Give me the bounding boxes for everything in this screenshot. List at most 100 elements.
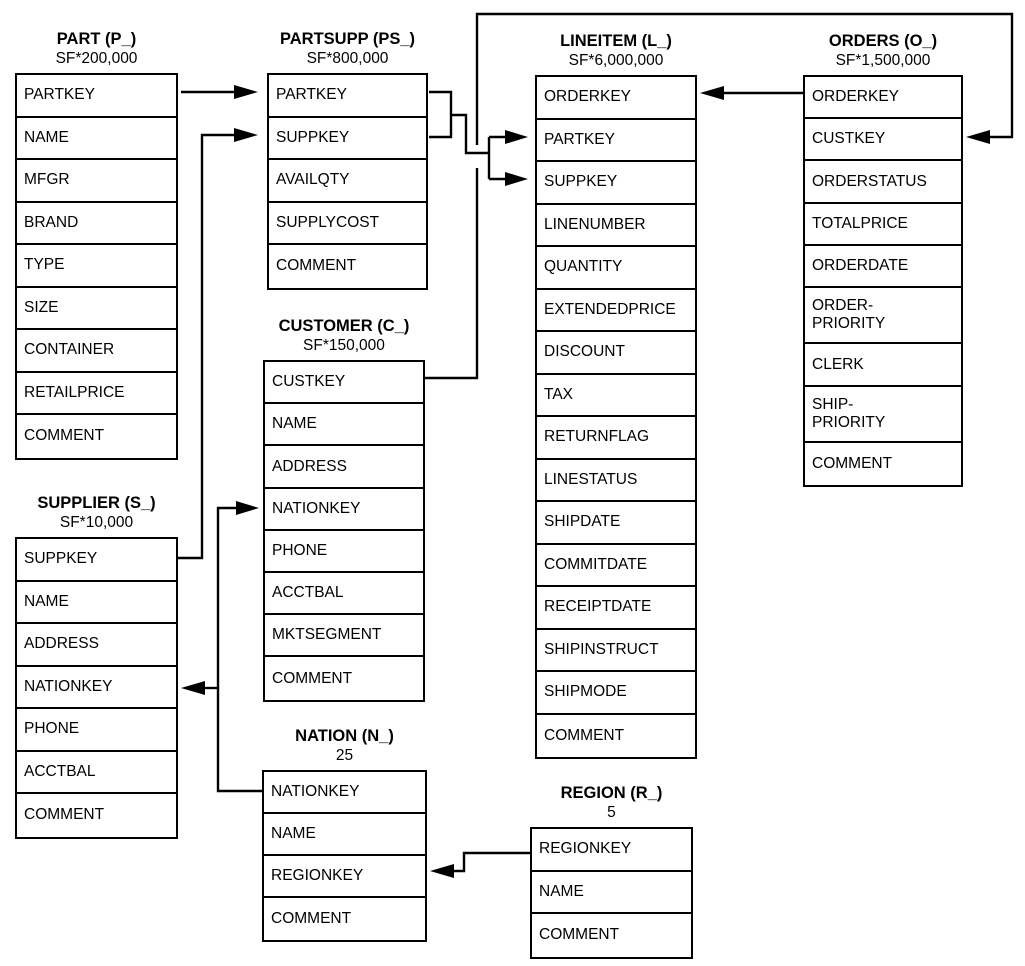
orders-column-order-priority: ORDER- PRIORITY bbox=[805, 288, 961, 345]
orders-column-clerk: CLERK bbox=[805, 344, 961, 387]
fk-arrow-part-partkey-to-partsupp-partkey bbox=[181, 85, 258, 99]
arrowhead-right bbox=[234, 128, 258, 142]
supplier-table-name: SUPPLIER (S_) bbox=[37, 494, 156, 512]
fk-arrow-orders-orderkey-to-lineitem-orderkey bbox=[700, 86, 803, 100]
arrowhead-right bbox=[236, 501, 259, 515]
part-column-comment: COMMENT bbox=[24, 427, 105, 445]
customer-table-name: CUSTOMER (C_) bbox=[278, 317, 410, 335]
customer-column-comment: COMMENT bbox=[272, 669, 353, 687]
lineitem-column-linestatus: LINESTATUS bbox=[537, 460, 695, 502]
partsupp-cardinality: SF*800,000 bbox=[306, 50, 389, 67]
customer-column-nationkey: NATIONKEY bbox=[265, 489, 423, 531]
nation-table-name: NATION (N_) bbox=[295, 727, 394, 745]
lineitem-column-linenumber: LINENUMBER bbox=[537, 205, 695, 247]
arrowhead-left bbox=[700, 86, 724, 100]
fk-arrows-partsupp-to-lineitem-partkey-suppkey bbox=[429, 90, 528, 186]
customer-column-custkey: CUSTKEY bbox=[265, 362, 423, 405]
partsupp-column-suppkey: SUPPKEY bbox=[269, 118, 426, 160]
partsupp-column-supplycost: SUPPLYCOST bbox=[269, 203, 426, 245]
arrowhead-right bbox=[505, 130, 528, 144]
lineitem-column-receiptdate: RECEIPTDATE bbox=[537, 587, 695, 630]
supplier-header: SUPPLIER (S_) SF*10,000 bbox=[37, 493, 155, 537]
partsupp-column-partkey: PARTKEY bbox=[269, 75, 426, 118]
customer-column-address: ADDRESS bbox=[265, 446, 423, 489]
arrowhead-right bbox=[505, 172, 528, 186]
part-column-type: TYPE bbox=[17, 245, 176, 288]
nation-column-nationkey: NATIONKEY bbox=[264, 772, 425, 814]
lineitem-column-discount: DISCOUNT bbox=[537, 332, 695, 375]
lineitem-column-comment: COMMENT bbox=[544, 726, 625, 744]
partsupp-column-availqty: AVAILQTY bbox=[269, 160, 426, 203]
region-column-name: NAME bbox=[532, 872, 691, 914]
orders-column-custkey: CUSTKEY bbox=[805, 119, 961, 162]
nation-column-name: NAME bbox=[264, 814, 425, 856]
customer-column-phone: PHONE bbox=[265, 531, 423, 573]
lineitem-column-partkey: PARTKEY bbox=[537, 120, 695, 162]
lineitem-column-commitdate: COMMITDATE bbox=[537, 545, 695, 587]
customer-column-name: NAME bbox=[265, 404, 423, 447]
lineitem-column-shipinstruct: SHIPINSTRUCT bbox=[537, 630, 695, 672]
arrowhead-right bbox=[234, 85, 258, 99]
lineitem-column-shipdate: SHIPDATE bbox=[537, 502, 695, 545]
supplier-column-acctbal: ACCTBAL bbox=[17, 752, 176, 794]
region-table-name: REGION (R_) bbox=[560, 784, 663, 802]
part-table-name: PART (P_) bbox=[56, 30, 137, 48]
fk-arrow-region-regionkey-to-nation-regionkey bbox=[430, 851, 530, 878]
fk-arrow-supplier-suppkey-to-partsupp-suppkey bbox=[178, 128, 258, 560]
region-column-regionkey: REGIONKEY bbox=[532, 829, 691, 872]
orders-column-orderdate: ORDERDATE bbox=[805, 246, 961, 288]
supplier-column-phone: PHONE bbox=[17, 709, 176, 752]
lineitem-column-orderkey: ORDERKEY bbox=[537, 77, 695, 120]
lineitem-column-returnflag: RETURNFLAG bbox=[537, 417, 695, 460]
nation-column-regionkey: REGIONKEY bbox=[264, 856, 425, 898]
lineitem-column-tax: TAX bbox=[537, 375, 695, 417]
part-column-name: NAME bbox=[17, 118, 176, 160]
nation-cardinality: 25 bbox=[335, 747, 354, 764]
customer-header: CUSTOMER (C_) SF*150,000 bbox=[279, 316, 410, 360]
lineitem-column-suppkey: SUPPKEY bbox=[537, 162, 695, 205]
partsupp-table-name: PARTSUPP (PS_) bbox=[279, 30, 416, 48]
part-column-size: SIZE bbox=[17, 288, 176, 330]
supplier-column-nationkey: NATIONKEY bbox=[17, 667, 176, 709]
supplier-column-comment: COMMENT bbox=[24, 806, 105, 824]
partsupp-header: PARTSUPP (PS_) SF*800,000 bbox=[280, 29, 415, 73]
orders-cardinality: SF*1,500,000 bbox=[835, 52, 931, 69]
orders-column-orderstatus: ORDERSTATUS bbox=[805, 161, 961, 204]
orders-column-orderkey: ORDERKEY bbox=[805, 77, 961, 120]
arrowhead-left bbox=[966, 130, 990, 144]
orders-table-name: ORDERS (O_) bbox=[828, 32, 938, 50]
nation-header: NATION (N_) 25 bbox=[295, 726, 394, 770]
part-column-brand: BRAND bbox=[17, 203, 176, 245]
orders-header: ORDERS (O_) SF*1,500,000 bbox=[829, 31, 937, 75]
part-column-container: CONTAINER bbox=[17, 330, 176, 373]
supplier-cardinality: SF*10,000 bbox=[59, 514, 134, 531]
part-column-mfgr: MFGR bbox=[17, 160, 176, 203]
supplier-column-name: NAME bbox=[17, 582, 176, 624]
lineitem-column-quantity: QUANTITY bbox=[537, 247, 695, 290]
region-cardinality: 5 bbox=[607, 804, 616, 821]
part-cardinality: SF*200,000 bbox=[55, 50, 138, 67]
customer-column-mktsegment: MKTSEGMENT bbox=[265, 615, 423, 658]
lineitem-column-extendedprice: EXTENDEDPRICE bbox=[537, 290, 695, 332]
lineitem-column-shipmode: SHIPMODE bbox=[537, 672, 695, 715]
part-column-partkey: PARTKEY bbox=[17, 75, 176, 118]
lineitem-cardinality: SF*6,000,000 bbox=[568, 52, 664, 69]
partsupp-column-comment: COMMENT bbox=[276, 257, 357, 275]
region-column-comment: COMMENT bbox=[539, 926, 620, 944]
arrowhead-left bbox=[181, 681, 205, 695]
